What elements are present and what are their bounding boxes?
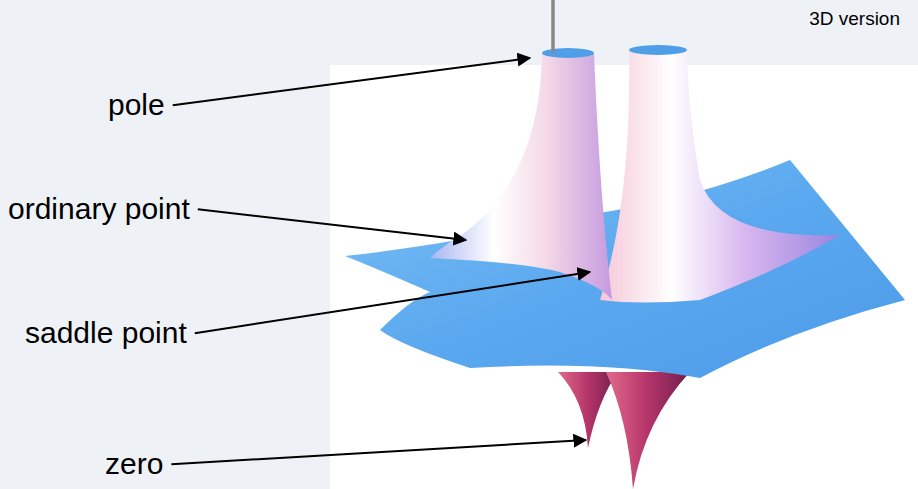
leader-arrow	[173, 58, 530, 105]
zero-label: zero	[105, 447, 163, 482]
corner-caption: 3D version	[809, 8, 900, 30]
saddle-point-label: saddle point	[25, 316, 187, 351]
leader-arrow	[195, 272, 590, 333]
pole-label: pole	[108, 88, 165, 123]
leader-arrow	[198, 209, 466, 240]
ordinary-point-label: ordinary point	[8, 192, 190, 227]
leader-arrow	[171, 440, 586, 464]
